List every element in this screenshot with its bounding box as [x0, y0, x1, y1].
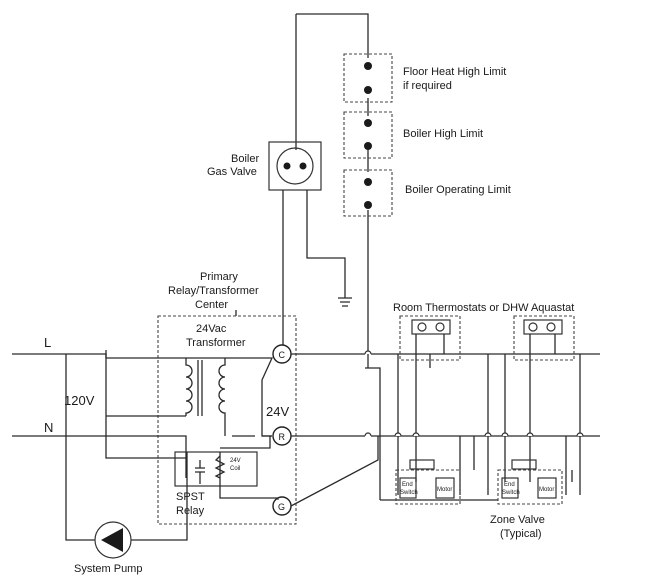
zone-valve-2-indicator	[511, 459, 537, 470]
terminal-r: R	[272, 426, 292, 446]
zone-valve-1-indicator	[409, 459, 435, 470]
transformer-voltage-label: 24Vac	[196, 323, 227, 335]
zone-valve-2-box	[497, 469, 563, 505]
thermostat-2	[513, 315, 575, 368]
zone-valve-2-motor	[537, 477, 557, 499]
end-switch-label: End	[504, 482, 515, 488]
zone-valve-label: Zone Valve	[490, 514, 545, 526]
transformer-label: Transformer	[186, 337, 246, 349]
typical-label: (Typical)	[500, 528, 542, 540]
limit-terminal	[364, 142, 372, 150]
limit-terminal	[364, 178, 372, 186]
motor-label: Motor	[437, 487, 452, 493]
spst-relay: 24V Coil SPST Relay	[174, 436, 278, 517]
terminal-c: C	[272, 344, 292, 364]
floor-heat-high-limit: Floor Heat High Limit if required	[343, 53, 506, 103]
boiler-high-limit: Boiler High Limit	[343, 111, 483, 159]
boiler-operating-limit-box	[343, 169, 393, 217]
gas-valve-label: Gas Valve	[207, 166, 257, 178]
line-voltage-wires	[12, 353, 188, 541]
zone-valve-1: End Switch Motor	[395, 459, 461, 505]
thermostat-2-terminal	[546, 322, 556, 332]
neutral-label: N	[44, 420, 53, 435]
switch-label: Switch	[400, 490, 418, 496]
line-voltage-label: 120V	[64, 393, 95, 408]
pump-circle	[94, 521, 132, 559]
room-thermostats-label: Room Thermostats or DHW Aquastat	[393, 302, 574, 314]
floor-heat-note-label: if required	[403, 80, 452, 92]
gas-valve-terminal	[283, 162, 291, 170]
gas-valve-box	[268, 141, 322, 191]
gas-valve-terminal	[299, 162, 307, 170]
zone-valve-1-box	[395, 469, 461, 505]
terminal-g-label: G	[278, 502, 285, 512]
zone-valve-1-motor	[435, 477, 455, 499]
thermostat-1-terminal-block	[411, 319, 451, 335]
thermostat-1-terminal	[417, 322, 427, 332]
thermostat-1-box	[399, 315, 461, 361]
spst-label: SPST	[176, 491, 205, 503]
thermostat-2-box	[513, 315, 575, 361]
gas-valve-circle	[276, 147, 314, 185]
terminal-g: G	[272, 496, 292, 516]
relay-label: Relay	[176, 505, 205, 517]
transformer-symbol	[105, 350, 274, 437]
limit-chain-wires	[295, 13, 369, 368]
line-label: L	[44, 335, 51, 350]
ground-symbol	[338, 297, 352, 307]
zone-valve-1-end-switch	[399, 477, 417, 499]
coil-voltage-label: 24V	[230, 458, 241, 464]
coil-symbol	[214, 455, 226, 479]
switch-label: Switch	[502, 490, 520, 496]
motor-label: Motor	[539, 487, 554, 493]
boiler-high-limit-label: Boiler High Limit	[403, 128, 483, 140]
coil-label: Coil	[230, 466, 240, 472]
boiler-high-limit-box	[343, 111, 393, 159]
thermostat-1-terminal	[435, 322, 445, 332]
relay-box	[174, 451, 258, 487]
zone-valve-2-end-switch	[501, 477, 519, 499]
system-pump-label: System Pump	[74, 563, 142, 575]
thermostat-2-terminal	[528, 322, 538, 332]
control-voltage-label: 24V	[266, 404, 289, 419]
pump-icon	[101, 528, 123, 552]
floor-heat-limit-box	[343, 53, 393, 103]
system-pump: System Pump	[74, 521, 142, 575]
boiler-gas-valve: Boiler Gas Valve	[207, 141, 352, 348]
relay-transformer-box	[157, 315, 297, 525]
thermostat-1	[399, 315, 461, 368]
relay-transformer-label: Relay/Transformer	[168, 285, 259, 297]
limit-terminal	[364, 119, 372, 127]
floor-heat-high-limit-label: Floor Heat High Limit	[403, 66, 506, 78]
limit-terminal	[364, 86, 372, 94]
terminal-c-label: C	[279, 350, 286, 360]
thermostat-2-terminal-block	[523, 319, 563, 335]
limit-terminal	[364, 201, 372, 209]
wire-crossovers	[364, 350, 584, 437]
terminal-r-label: R	[279, 432, 286, 442]
control-bus-wires	[277, 353, 600, 507]
primary-label: Primary	[200, 271, 238, 283]
boiler-operating-limit-label: Boiler Operating Limit	[405, 184, 511, 196]
zone-valve-2: End Switch Motor	[497, 459, 563, 505]
boiler-operating-limit: Boiler Operating Limit	[343, 169, 511, 217]
limit-terminal	[364, 62, 372, 70]
end-switch-label: End	[402, 482, 413, 488]
boiler-label: Boiler	[231, 153, 259, 165]
center-label: Center	[195, 299, 228, 311]
